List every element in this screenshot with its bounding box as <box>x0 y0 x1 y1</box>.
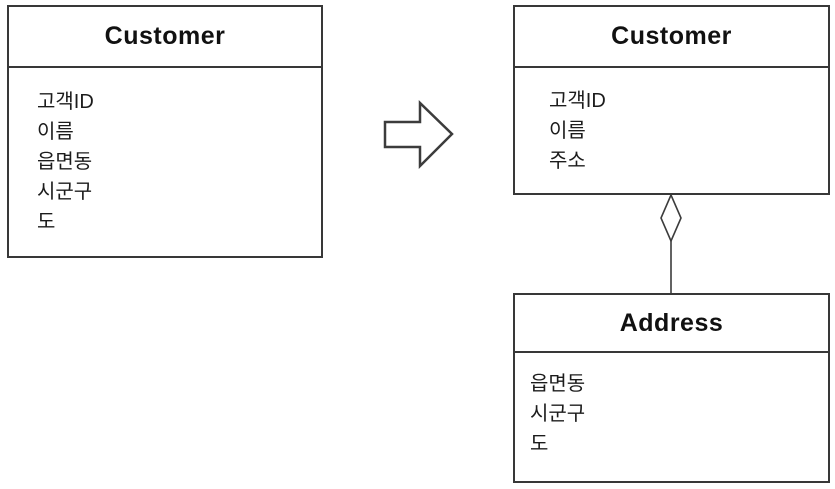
aggregation-connector <box>660 195 682 293</box>
attribute-customer-id: 고객ID <box>37 91 94 113</box>
attribute-name: 이름 <box>37 121 74 143</box>
class-box-customer-after: Customer 고객ID 이름 주소 <box>513 5 830 195</box>
attribute-town: 읍면동 <box>530 373 586 395</box>
aggregation-diamond-icon <box>660 195 682 244</box>
class-title-address: Address <box>515 295 828 353</box>
attribute-list-customer-after: 고객ID 이름 주소 <box>515 68 828 176</box>
class-box-customer-before: Customer 고객ID 이름 읍면동 시군구 도 <box>7 5 323 258</box>
attribute-name: 이름 <box>549 120 586 142</box>
attribute-list-customer-before: 고객ID 이름 읍면동 시군구 도 <box>9 68 321 237</box>
attribute-town: 읍면동 <box>37 151 93 173</box>
attribute-list-address: 읍면동 시군구 도 <box>515 353 828 459</box>
attribute-address: 주소 <box>549 150 586 172</box>
attribute-city: 시군구 <box>530 403 586 425</box>
attribute-province: 도 <box>37 211 56 233</box>
class-title-customer-before: Customer <box>9 7 321 68</box>
attribute-province: 도 <box>530 433 549 455</box>
transform-arrow-icon <box>383 100 454 170</box>
class-title-customer-after: Customer <box>515 7 828 68</box>
attribute-city: 시군구 <box>37 181 93 203</box>
attribute-customer-id: 고객ID <box>549 90 606 112</box>
class-box-address: Address 읍면동 시군구 도 <box>513 293 830 483</box>
